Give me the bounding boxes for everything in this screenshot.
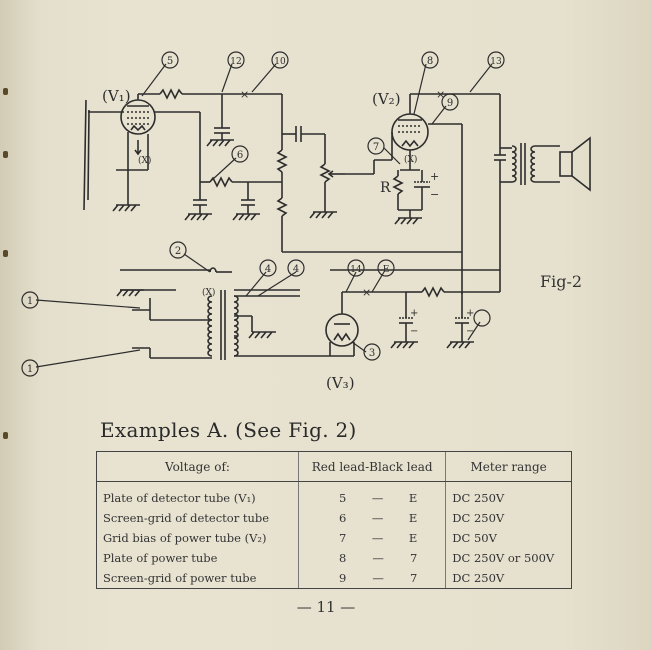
table-row: Screen-grid of power tube 9 — 7 DC 250V (97, 568, 571, 588)
lead-dash: — (372, 571, 384, 585)
tube-v2: (V₂) (372, 90, 429, 151)
tube-v1: (V₁) (102, 87, 156, 135)
marker-11: 12 (230, 57, 241, 67)
row-label: Grid bias of power tube (V₂) (103, 531, 267, 545)
page-number: — 11 — (296, 598, 356, 616)
speaker-symbol (559, 136, 591, 192)
row-label: Screen-grid of detector tube (103, 511, 270, 525)
marker-12: 13 (490, 57, 502, 67)
header-voltage-of: Voltage of: (97, 452, 299, 482)
marker-9: 9 (447, 98, 453, 109)
tube-label-v1: (V₁) (102, 87, 131, 105)
marker-leaders (35, 63, 493, 368)
table-row: Grid bias of power tube (V₂) 7 — E DC 50V (97, 528, 571, 548)
meter-range: DC 250V or 500V (452, 551, 555, 565)
marker-4b: 4 (293, 264, 299, 275)
binding-hole (3, 432, 8, 439)
lead-dash: — (372, 551, 384, 565)
lead-dash: — (371, 511, 384, 525)
svg-text:+: + (410, 308, 418, 319)
svg-text:×: × (240, 88, 249, 101)
marker-1a: 1 (27, 296, 33, 307)
binding-hole (3, 250, 8, 257)
red-lead: 9 (338, 571, 347, 585)
marker-14: E (383, 265, 390, 275)
svg-text:(X): (X) (202, 287, 215, 298)
row-label: Plate of detector tube (V₁) (103, 491, 256, 505)
meter-range: DC 250V (452, 491, 505, 505)
svg-text:×: × (436, 88, 445, 101)
svg-text:+: + (430, 170, 439, 183)
marker-10: 10 (274, 57, 286, 67)
section-heading: Examples A. (See Fig. 2) (100, 418, 357, 442)
marker-1b: 1 (27, 364, 33, 375)
row-label: Screen-grid of power tube (103, 571, 257, 585)
meter-range: DC 50V (452, 531, 497, 545)
marker-7: 7 (373, 142, 379, 153)
svg-text:−: − (430, 188, 439, 201)
black-lead: E (408, 491, 418, 505)
ground-symbols (112, 139, 474, 349)
marker-5: 5 (167, 56, 173, 67)
red-lead: 5 (338, 491, 347, 505)
marker-4a: 4 (265, 264, 271, 275)
point-markers: 5 12 10 6 8 13 9 7 2 1 1 4 4 14 E 3 (21, 51, 505, 377)
header-meter-range: Meter range (445, 452, 571, 482)
table-row: Plate of detector tube (V₁) 5 — E DC 250V (97, 481, 571, 508)
table-row: Plate of power tube 8 — 7 DC 250V or 500V (97, 548, 571, 568)
binding-hole (3, 151, 8, 158)
row-label: Plate of power tube (103, 551, 218, 565)
marker-8: 8 (427, 56, 433, 67)
x-mark-label: (X) (138, 155, 151, 166)
meter-range: DC 250V (452, 571, 505, 585)
svg-text:+: + (466, 308, 474, 319)
marker-6: 6 (237, 150, 243, 161)
black-lead: E (408, 531, 418, 545)
red-lead: 7 (338, 531, 347, 545)
tube-label-v3: (V₃) (326, 374, 355, 392)
tube-label-v2: (V₂) (372, 90, 401, 108)
marker-13: 14 (350, 265, 362, 275)
meter-range: DC 250V (452, 511, 505, 525)
black-lead: E (408, 511, 418, 525)
table-header-row: Voltage of: Red lead-Black lead Meter ra… (97, 452, 571, 482)
voltage-table: Voltage of: Red lead-Black lead Meter ra… (96, 451, 572, 589)
binding-hole (3, 88, 8, 95)
black-lead: 7 (409, 571, 418, 585)
marker-3: 3 (369, 348, 375, 359)
table-row: Screen-grid of detector tube 6 — E DC 250V (97, 508, 571, 528)
svg-text:×: × (362, 286, 371, 299)
svg-text:−: − (410, 326, 418, 337)
red-lead: 8 (338, 551, 347, 565)
header-leads: Red lead-Black lead (297, 452, 447, 482)
svg-text:−: − (466, 326, 474, 337)
resistor-r-label: R (380, 180, 391, 196)
figure-label: Fig-2 (540, 272, 583, 291)
circuit-diagram: (V₁) (X) × (21, 51, 591, 392)
lead-dash: — (371, 491, 384, 505)
lead-dash: — (371, 531, 384, 545)
red-lead: 6 (338, 511, 347, 525)
marker-2: 2 (175, 246, 181, 257)
black-lead: 7 (409, 551, 418, 565)
